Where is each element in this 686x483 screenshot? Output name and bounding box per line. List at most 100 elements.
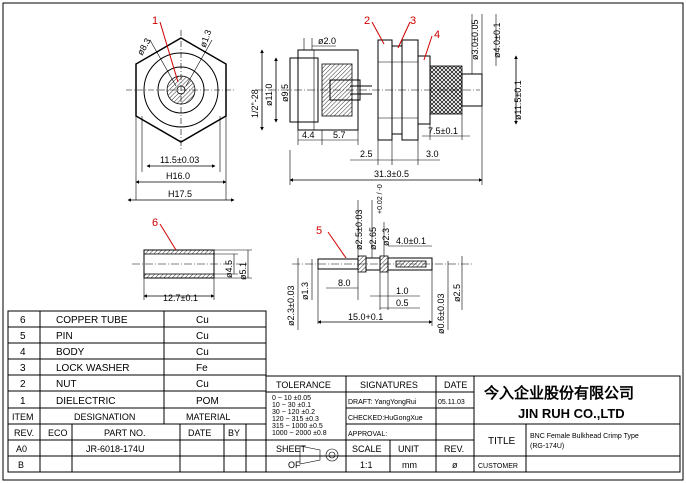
dim-hex16: H16.0 [166, 171, 190, 181]
bom-mat-4: Cu [196, 347, 209, 358]
dim-d110: ø11.0 [264, 84, 274, 106]
dim-pin-l80: 8.0 [338, 278, 351, 288]
dim-front-d13: ø1.3 [198, 28, 214, 48]
dim-pin-l10: 1.0 [396, 286, 409, 296]
date-value: 05.11.03 [438, 399, 465, 406]
rev-header-rev: REV. [14, 428, 34, 438]
callout-1: 1 [152, 15, 158, 27]
dim-pin-d23b: ø2.3±0.03 [286, 286, 296, 326]
company-name-en: JIN RUH CO.,LTD [518, 406, 625, 421]
dim-d95: ø9.5 [280, 84, 290, 102]
callout-4: 4 [434, 29, 440, 41]
bom-item-2: 2 [20, 379, 26, 390]
rev-value: ø [452, 460, 458, 470]
body-front [297, 49, 359, 131]
dim-pin-d265: ø2.65 [368, 227, 378, 250]
tol-5: 1000 ~ 2000 ±0.8 [272, 430, 327, 437]
rev-header-date: DATE [188, 428, 211, 438]
tol-3: 120 ~ 315 ±0.3 [272, 416, 319, 423]
bom-desc-5: PIN [56, 331, 73, 342]
callout-2: 2 [364, 15, 370, 27]
dim-pin-l150: 15.0+0.1 [348, 312, 383, 322]
title-label: TITLE [488, 436, 516, 447]
bom-item-5: 5 [20, 331, 26, 342]
callout-6: 6 [152, 217, 158, 229]
rev-header-partno: PART NO. [104, 428, 146, 438]
title-value-1: BNC Female Bulkhead Crimp Type [530, 433, 639, 440]
bom-mat-3: Fe [196, 363, 208, 374]
bom-mat-6: Cu [196, 315, 209, 326]
bom-desc-2: NUT [56, 379, 77, 390]
rev-header-by: BY [228, 428, 240, 438]
pin-view: 5 ø2.5±0.03 ø2.65 +0.02 / -0 ø2.3 4.0±0.… [286, 184, 472, 334]
checked-signature: CHECKED:HuGongXue [348, 415, 423, 422]
bom-mat-1: POM [196, 396, 219, 407]
callout-5: 5 [316, 225, 322, 237]
approval-signature: APPROVAL: [348, 431, 387, 438]
unit-value: mm [402, 460, 417, 470]
dim-hex-flat: 11.5±0.03 [160, 155, 199, 165]
date-label: DATE [444, 380, 467, 390]
dim-pin-d23: ø2.3 [381, 228, 391, 246]
tol-4: 315 ~ 1000 ±0.5 [272, 423, 323, 430]
company-name-cn: 今入企业股份有限公司 [483, 384, 634, 402]
draft-signature: DRAFT: YangYongRui [348, 399, 417, 406]
dim-front-d83: ø8.3 [135, 36, 153, 57]
bom-desc-4: BODY [56, 347, 85, 358]
bom-item-3: 3 [20, 363, 26, 374]
dim-tube-d45: ø4.5 [224, 260, 234, 278]
dim-l25: 2.5 [360, 149, 373, 159]
side-view: ø2.0 1/2"-28 ø11.0 ø9.5 4.4 5.7 2.5 3.0 … [250, 14, 523, 185]
bom-mat-2: Cu [196, 379, 209, 390]
tol-1: 10 ~ 30 ±0.1 [272, 402, 311, 409]
dim-thread: 1/2"-28 [250, 89, 260, 118]
sheet-label: SHEET [276, 444, 307, 454]
dim-tube-d51: ø5.1 [238, 262, 248, 280]
dim-pin-d265-tol: +0.02 / -0 [377, 184, 384, 214]
dim-l75: 7.5±0.1 [428, 126, 458, 136]
bom-desc-1: DIELECTRIC [56, 396, 115, 407]
dim-pin-d06: ø0.6±0.03 [436, 294, 446, 334]
bom-header-item: ITEM [12, 412, 34, 422]
customer-label: CUSTOMER [478, 463, 518, 470]
callout-3: 3 [410, 15, 416, 27]
scale-value: 1:1 [360, 460, 373, 470]
bom-mat-5: Cu [196, 331, 209, 342]
bom-item-1: 1 [20, 396, 26, 407]
dim-l30: 3.0 [426, 149, 439, 159]
dim-pin-l40: 4.0±0.1 [396, 236, 426, 246]
copper-tube-view: 12.7±0.1 ø4.5 ø5.1 6 [132, 217, 252, 303]
dim-side-d20: ø2.0 [318, 36, 336, 46]
dim-pin-d13: ø1.3 [300, 282, 310, 300]
dim-l44: 4.4 [302, 130, 315, 140]
rev-header-eco: ECO [48, 428, 68, 438]
dim-pin-d25b: ø2.5 [452, 284, 462, 302]
bom-header-material: MATERIAL [186, 412, 230, 422]
title-block: REV. ECO PART NO. DATE BY A0 JR-6018-174… [7, 375, 681, 473]
dim-d40: ø4.0±0.1 [492, 23, 502, 58]
dim-pin-l05: 0.5 [396, 298, 409, 308]
rev-row1-rev: A0 [16, 444, 27, 454]
rev-row2-rev: B [18, 460, 24, 470]
rev-row1-partno: JR-6018-174U [86, 444, 145, 454]
title-value-2: (RG-174U) [530, 443, 564, 450]
front-view: ø8.3 ø1.3 1 11.5±0.03 H16.0 H17.5 [126, 15, 236, 202]
dim-total: 31.3±0.5 [374, 169, 409, 179]
dim-hex175: H17.5 [168, 189, 192, 199]
tol-0: 0 ~ 10 ±0.05 [272, 395, 311, 402]
signatures-label: SIGNATURES [360, 380, 418, 390]
tol-2: 30 ~ 120 ±0.2 [272, 409, 315, 416]
crimp-ferrule [429, 65, 463, 115]
tolerance-label: TOLERANCE [276, 380, 331, 390]
bom-item-4: 4 [20, 347, 26, 358]
bom-item-6: 6 [20, 315, 26, 326]
bom-desc-3: LOCK WASHER [56, 363, 130, 374]
projection-symbol [299, 445, 321, 465]
dim-l57: 5.7 [333, 130, 346, 140]
dim-tube-len: 12.7±0.1 [163, 293, 198, 303]
dim-pin-d25: ø2.5±0.03 [354, 210, 364, 250]
dim-d115: ø11.5±0.1 [513, 80, 523, 120]
dim-d30: ø3.0±0.05 [470, 20, 480, 60]
